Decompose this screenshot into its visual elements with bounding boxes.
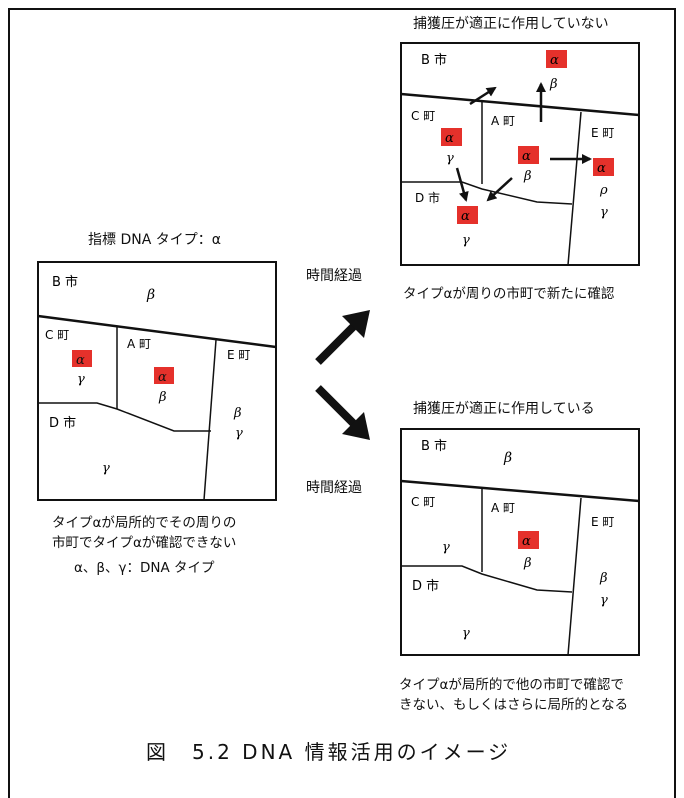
type-beta: β [523, 556, 532, 571]
bottom-right-note: タイプαが局所的で他の市町で確認で きない、もしくはさらに局所的となる [399, 677, 629, 714]
type-alpha: α [76, 353, 85, 368]
alpha-marker [441, 128, 462, 146]
type-beta: β [503, 450, 512, 466]
type-gamma: γ [462, 626, 470, 641]
top-right-title: 捕獲圧が適正に作用していない [413, 16, 609, 32]
figure-frame [8, 8, 676, 798]
label-e: E 町 [591, 515, 614, 529]
type-alpha: α [158, 370, 167, 385]
type-alpha: α [597, 161, 606, 176]
type-rho: ρ [599, 183, 608, 198]
time-elapsed-top: 時間経過 [306, 268, 362, 284]
type-beta: β [233, 406, 242, 421]
type-gamma: γ [77, 372, 85, 387]
type-beta: β [549, 77, 558, 92]
type-gamma: γ [600, 593, 608, 608]
alpha-marker [457, 206, 478, 224]
alpha-marker [593, 158, 614, 176]
label-e: E 町 [227, 348, 250, 362]
label-c: C 町 [411, 495, 435, 509]
alpha-marker [518, 531, 539, 549]
type-beta: β [599, 571, 608, 586]
type-gamma: γ [102, 461, 110, 476]
type-alpha: α [461, 209, 470, 224]
left-note: タイプαが局所的でその周りの 市町でタイプαが確認できない [52, 515, 237, 552]
alpha-marker [518, 146, 539, 164]
map-effective: B 市 β C 町 γ A 町 α β E 町 β γ D 市 γ [400, 428, 640, 656]
type-gamma: γ [235, 426, 243, 441]
label-c: C 町 [411, 109, 435, 123]
type-beta: β [523, 169, 532, 184]
alpha-marker [546, 50, 567, 68]
label-d: D 市 [49, 415, 76, 431]
type-alpha: α [522, 534, 531, 549]
label-d: D 市 [415, 190, 440, 205]
map-initial: B 市 β C 町 α γ A 町 α β E 町 β γ D 市 γ [37, 261, 277, 501]
bottom-right-title: 捕獲圧が適正に作用している [413, 401, 595, 417]
type-gamma: γ [442, 540, 450, 555]
figure-caption: 図 5.2 DNA 情報活用のイメージ [146, 740, 512, 764]
label-c: C 町 [45, 328, 69, 342]
type-gamma: γ [446, 151, 454, 166]
type-beta: β [146, 287, 155, 303]
label-a: A 町 [127, 337, 151, 351]
label-b: B 市 [421, 438, 447, 454]
label-a: A 町 [491, 501, 515, 515]
time-elapsed-bottom: 時間経過 [306, 480, 362, 496]
label-b: B 市 [421, 52, 447, 68]
map-not-effective: B 市 α β C 町 α γ A 町 α β E 町 α ρ γ D 市 α … [400, 42, 640, 266]
arrow-down-right [315, 385, 370, 440]
type-alpha: α [445, 131, 454, 146]
type-alpha: α [522, 149, 531, 164]
top-right-note: タイプαが周りの市町で新たに確認 [403, 286, 615, 302]
label-b: B 市 [52, 274, 78, 290]
spread-arrow [486, 177, 513, 202]
label-d: D 市 [412, 578, 439, 594]
type-gamma: γ [600, 205, 608, 220]
alpha-marker [154, 367, 174, 384]
type-alpha: α [550, 53, 559, 68]
spread-arrow [455, 167, 469, 202]
indicator-label: 指標 DNA タイプ：α [88, 232, 221, 248]
label-a: A 町 [491, 114, 515, 128]
legend: α、β、γ：DNA タイプ [74, 560, 215, 576]
spread-arrow [469, 86, 497, 106]
arrow-up-right [315, 310, 370, 365]
type-beta: β [158, 390, 167, 405]
label-e: E 町 [591, 126, 614, 140]
type-gamma: γ [462, 233, 470, 248]
alpha-marker [72, 350, 92, 367]
